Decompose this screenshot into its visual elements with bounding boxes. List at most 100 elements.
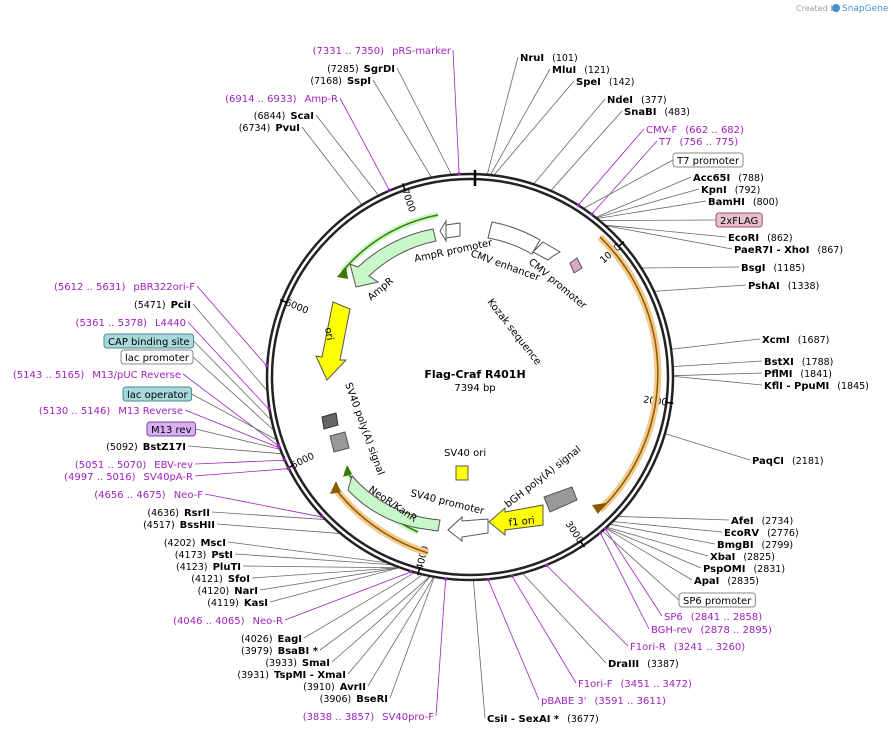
site-name: SfoI — [228, 574, 250, 585]
primer-leader-line — [194, 468, 288, 477]
site-position: (4123) — [176, 562, 208, 573]
site-position: (4120) — [198, 586, 230, 597]
site-name: NruI — [520, 53, 544, 64]
site-name: PshAI — [748, 281, 780, 292]
ampr-promoter-arrow — [445, 222, 461, 239]
feature-label-kozak: Kozak sequence — [485, 297, 543, 367]
site-leader-line — [389, 577, 435, 699]
site-leader-line — [522, 573, 607, 664]
site-pcii: (5471)PciI — [134, 300, 191, 311]
site-position: (3979) — [241, 646, 273, 657]
primer-bgh-rev: (2878 .. 2895)BGH-rev — [651, 625, 772, 636]
leader-lines — [182, 49, 763, 719]
cmv-enhancer-arrow — [487, 221, 541, 255]
site-name: XcmI — [762, 335, 790, 346]
cmv-promoter-arrow — [532, 241, 561, 261]
backbone-inner-ring — [270, 177, 670, 577]
site-leader-line — [187, 445, 281, 455]
primer-site-marker — [603, 527, 607, 531]
site-name: KflI - PpuMI — [764, 381, 829, 392]
primer-m13-puc-reverse: (5143 .. 5165)M13/pUC Reverse — [13, 370, 181, 381]
primer-position: (2878 .. 2895) — [701, 625, 773, 636]
bgh-polya-marker — [543, 486, 578, 513]
site-name: PaeR7I - XhoI — [734, 245, 810, 256]
site-bstz17i: (5092)BstZ17I — [106, 442, 186, 453]
primer-leader-line — [435, 579, 447, 717]
site-leader-line — [598, 200, 707, 219]
primer-leader-line — [605, 529, 663, 617]
site-position: (2831) — [753, 564, 785, 575]
boxed-label-frame — [146, 421, 196, 437]
primer-name: pRS-marker — [392, 46, 452, 57]
site-position: (788) — [738, 173, 764, 184]
primer-leader-line — [591, 140, 658, 214]
site-leader-line — [269, 567, 399, 603]
site-acc65i: (788)Acc65I — [693, 173, 764, 184]
backbone-outer-ring — [265, 172, 675, 582]
boxed-label-frame — [672, 152, 744, 168]
site-name: MluI — [552, 65, 576, 76]
site-leader-line — [242, 565, 398, 569]
tick-mark-2000 — [665, 401, 674, 405]
primer-prs-marker: (7331 .. 7350)pRS-marker — [313, 46, 452, 57]
site-name: MscI — [200, 538, 226, 549]
site-pspomi: (2831)PspOMI — [703, 564, 785, 575]
primer-f1ori-r: (3241 .. 3260)F1ori-R — [630, 642, 745, 653]
sv40-ori-marker — [455, 465, 469, 481]
site-position: (1338) — [788, 281, 820, 292]
primer-name: L4440 — [155, 318, 186, 329]
site-leader-line — [607, 527, 709, 557]
site-bsshii: (4517)BssHII — [143, 520, 215, 531]
boxed-label-frame — [103, 333, 195, 349]
primer-ebv-rev: (5051 .. 5070)EBV-rev — [75, 460, 193, 471]
boxed-label-frame — [678, 592, 756, 608]
site-rsrii: (4636)RsrII — [147, 508, 210, 519]
site-leader-line — [251, 567, 399, 579]
primer-neo-f: (4656 .. 4675)Neo-F — [94, 490, 203, 501]
site-spei: (142)SpeI — [576, 77, 634, 88]
site-position: (4119) — [207, 598, 239, 609]
primer-position: (5612 .. 5631) — [54, 282, 126, 293]
boxed-label-2xflag: 2xFLAG — [715, 212, 763, 228]
site-position: (3677) — [567, 714, 599, 725]
site-ndei: (377)NdeI — [607, 95, 667, 106]
site-name: BsaBI * — [278, 646, 319, 657]
site-leader-line — [396, 67, 452, 175]
primer-pbr322ori-f: (5612 .. 5631)pBR322ori-F — [54, 282, 195, 293]
site-position: (4517) — [143, 520, 175, 531]
boxed-label-text: lac promoter — [125, 353, 190, 364]
site-position: (792) — [735, 185, 761, 196]
site-csii-sexai: (3677) CsiI - SexAI * — [487, 714, 599, 725]
primer-site-marker — [598, 531, 603, 535]
boxed-leader-line — [602, 531, 680, 601]
site-labels: (101)NruI(121)MluI(142)SpeI(377)NdeI(483… — [13, 46, 869, 725]
site-leader-line — [655, 284, 747, 292]
sv40-polya-left-marker-2 — [329, 431, 350, 453]
site-position: (1788) — [802, 357, 834, 368]
site-name: CsiI - SexAI * — [487, 714, 560, 725]
primer-name: Neo-F — [174, 490, 204, 501]
site-position: (2825) — [743, 552, 775, 563]
feature-label-sv40-promoter: SV40 promoter — [409, 488, 486, 517]
primer-site-marker — [590, 212, 594, 216]
site-position: (1845) — [837, 381, 869, 392]
site-name: PflMI — [764, 369, 792, 380]
site-position: (867) — [818, 245, 844, 256]
site-position: (3910) — [303, 682, 335, 693]
site-position: (483) — [664, 107, 690, 118]
primer-name: M13/pUC Reverse — [92, 370, 181, 381]
primer-leader-line — [339, 97, 390, 190]
site-leader-line — [347, 576, 431, 675]
primer-site-marker — [267, 407, 271, 411]
boxed-label-text: 2xFLAG — [720, 216, 758, 227]
primer-site-marker — [545, 563, 549, 568]
site-paqci: (2181)PaqCI — [752, 456, 824, 467]
site-name: PaqCI — [752, 456, 784, 467]
primer-leader-line — [600, 533, 650, 630]
site-kasi: (4119)KasI — [207, 598, 268, 609]
primer-position: (3591 .. 3611) — [595, 696, 667, 707]
site-leader-line — [331, 576, 430, 663]
ampr-outer-arc-core — [341, 214, 439, 273]
site-position: (1841) — [800, 369, 832, 380]
